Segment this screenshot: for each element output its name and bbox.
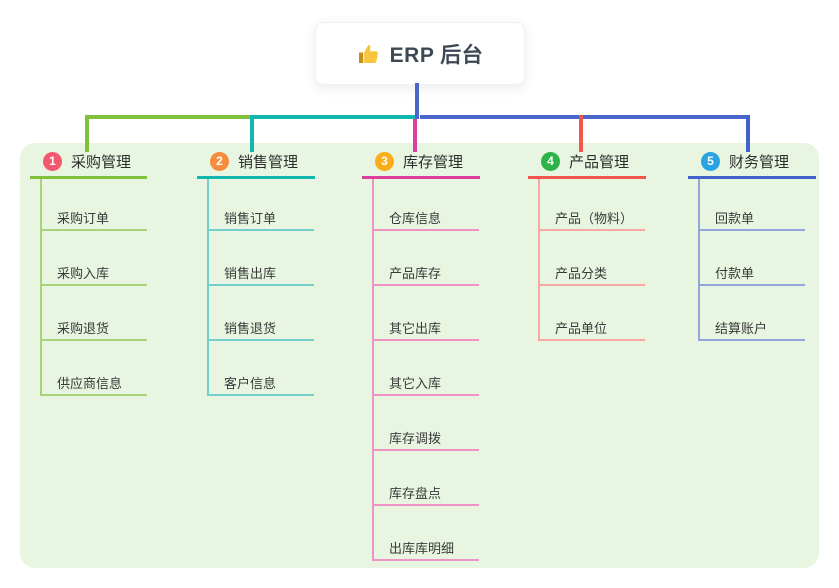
- item-underline: [372, 394, 479, 396]
- item-underline: [207, 284, 314, 286]
- mindmap-item[interactable]: 采购退货: [57, 321, 110, 336]
- mindmap-item[interactable]: 其它出库: [389, 321, 442, 336]
- subtree-line-5: [698, 179, 700, 341]
- mindmap-item[interactable]: 付款单: [715, 266, 755, 281]
- branch-header-2[interactable]: 2 销售管理: [210, 149, 298, 173]
- mindmap-item[interactable]: 产品（物料）: [555, 211, 634, 226]
- item-underline: [538, 339, 645, 341]
- connector-drop-branch-5: [746, 115, 750, 152]
- branch-label-4: 产品管理: [569, 153, 630, 171]
- item-underline: [698, 229, 805, 231]
- item-underline: [207, 339, 314, 341]
- mindmap-item[interactable]: 产品库存: [389, 266, 442, 281]
- connector-drop-branch-2: [250, 115, 254, 152]
- item-underline: [372, 284, 479, 286]
- connector-horizontal-mid: [250, 115, 416, 119]
- branch-underline-2: [197, 176, 315, 179]
- branch-underline-1: [30, 176, 147, 179]
- connector-drop-branch-3: [413, 119, 417, 152]
- branch-header-5[interactable]: 5 财务管理: [701, 149, 789, 173]
- branch-number-badge-3: 3: [375, 151, 394, 171]
- branch-label-3: 库存管理: [403, 153, 464, 171]
- mindmap-item[interactable]: 客户信息: [224, 376, 277, 391]
- connector-horizontal-left: [85, 115, 254, 119]
- item-underline: [372, 339, 479, 341]
- branch-label-5: 财务管理: [729, 153, 790, 171]
- mindmap-panel: [20, 143, 819, 568]
- item-underline: [40, 394, 147, 396]
- subtree-line-2: [207, 179, 209, 396]
- branch-underline-5: [688, 176, 816, 179]
- item-underline: [538, 229, 645, 231]
- item-underline: [40, 229, 147, 231]
- item-underline: [698, 284, 805, 286]
- mindmap-item[interactable]: 库存调拨: [389, 431, 442, 446]
- item-underline: [207, 394, 314, 396]
- mindmap-item[interactable]: 销售订单: [224, 211, 277, 226]
- connector-drop-branch-1: [85, 115, 89, 152]
- subtree-line-4: [538, 179, 540, 341]
- branch-header-4[interactable]: 4 产品管理: [541, 149, 629, 173]
- item-underline: [538, 284, 645, 286]
- mindmap-item[interactable]: 供应商信息: [57, 376, 123, 391]
- mindmap-item[interactable]: 产品单位: [555, 321, 608, 336]
- branch-number-badge-1: 1: [43, 151, 62, 171]
- branch-label-2: 销售管理: [238, 153, 299, 171]
- branch-underline-4: [528, 176, 646, 179]
- root-node-erp[interactable]: ERP 后台: [315, 22, 525, 85]
- thumbs-up-icon: [358, 44, 378, 63]
- item-underline: [372, 504, 479, 506]
- mindmap-item[interactable]: 回款单: [715, 211, 755, 226]
- branch-number-badge-5: 5: [701, 151, 720, 171]
- mindmap-item[interactable]: 库存盘点: [389, 486, 442, 501]
- mindmap-item[interactable]: 采购入库: [57, 266, 110, 281]
- item-underline: [40, 284, 147, 286]
- branch-header-1[interactable]: 1 采购管理: [43, 149, 131, 173]
- subtree-line-3: [372, 179, 374, 561]
- mindmap-item[interactable]: 仓库信息: [389, 211, 442, 226]
- mindmap-item[interactable]: 销售退货: [224, 321, 277, 336]
- item-underline: [372, 559, 479, 561]
- item-underline: [40, 339, 147, 341]
- branch-underline-3: [362, 176, 480, 179]
- mindmap-item[interactable]: 结算账户: [715, 321, 768, 336]
- mindmap-item[interactable]: 产品分类: [555, 266, 608, 281]
- branch-header-3[interactable]: 3 库存管理: [375, 149, 463, 173]
- mindmap-item[interactable]: 出库库明细: [389, 541, 455, 556]
- mindmap-item[interactable]: 其它入库: [389, 376, 442, 391]
- connector-horizontal-right: [420, 115, 750, 119]
- mindmap-item[interactable]: 销售出库: [224, 266, 277, 281]
- item-underline: [698, 339, 805, 341]
- connector-root-vertical: [415, 83, 419, 119]
- item-underline: [372, 229, 479, 231]
- subtree-line-1: [40, 179, 42, 396]
- item-underline: [372, 449, 479, 451]
- branch-number-badge-4: 4: [541, 151, 560, 171]
- branch-label-1: 采购管理: [71, 153, 132, 171]
- root-node-label: ERP 后台: [389, 43, 484, 67]
- mindmap-item[interactable]: 采购订单: [57, 211, 110, 226]
- branch-number-badge-2: 2: [210, 151, 229, 171]
- item-underline: [207, 229, 314, 231]
- connector-drop-branch-4: [579, 115, 583, 152]
